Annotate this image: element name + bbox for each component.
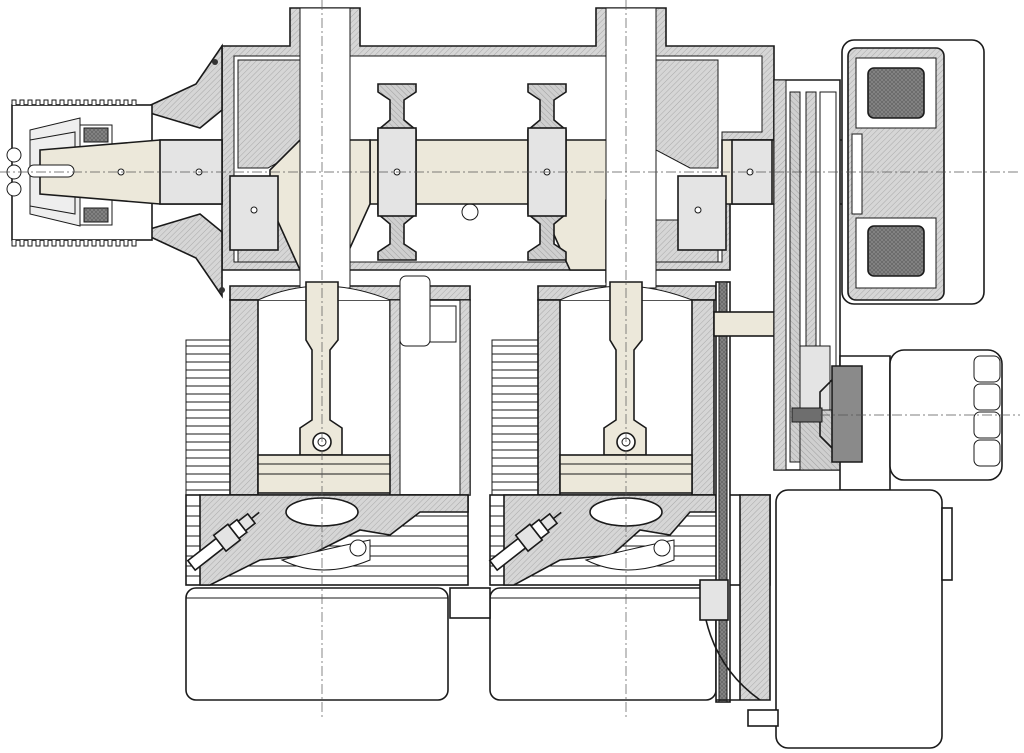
accessory-case [773, 79, 841, 471]
intake-connector [449, 587, 491, 619]
starter-motor [791, 349, 1003, 491]
spark-plug-2 [488, 511, 562, 572]
cylinder-1 [229, 275, 471, 496]
crankcase-shaft-towers [299, 7, 657, 289]
cam-drive-belt [699, 281, 771, 703]
hub-teeth-top [11, 99, 140, 247]
lower-housing-1 [185, 587, 449, 701]
spark-plug-1 [186, 511, 260, 572]
cylinder-2-fins [491, 339, 539, 496]
lower-housing-2 [489, 587, 717, 701]
cylinder-head-1 [185, 494, 469, 586]
connecting-rod-1 [299, 281, 343, 456]
nose-casing [137, 43, 225, 299]
carburetor-housing [747, 489, 953, 749]
center-lines [0, 0, 1020, 720]
piston-1 [257, 454, 391, 494]
connecting-rod-2 [603, 281, 647, 456]
